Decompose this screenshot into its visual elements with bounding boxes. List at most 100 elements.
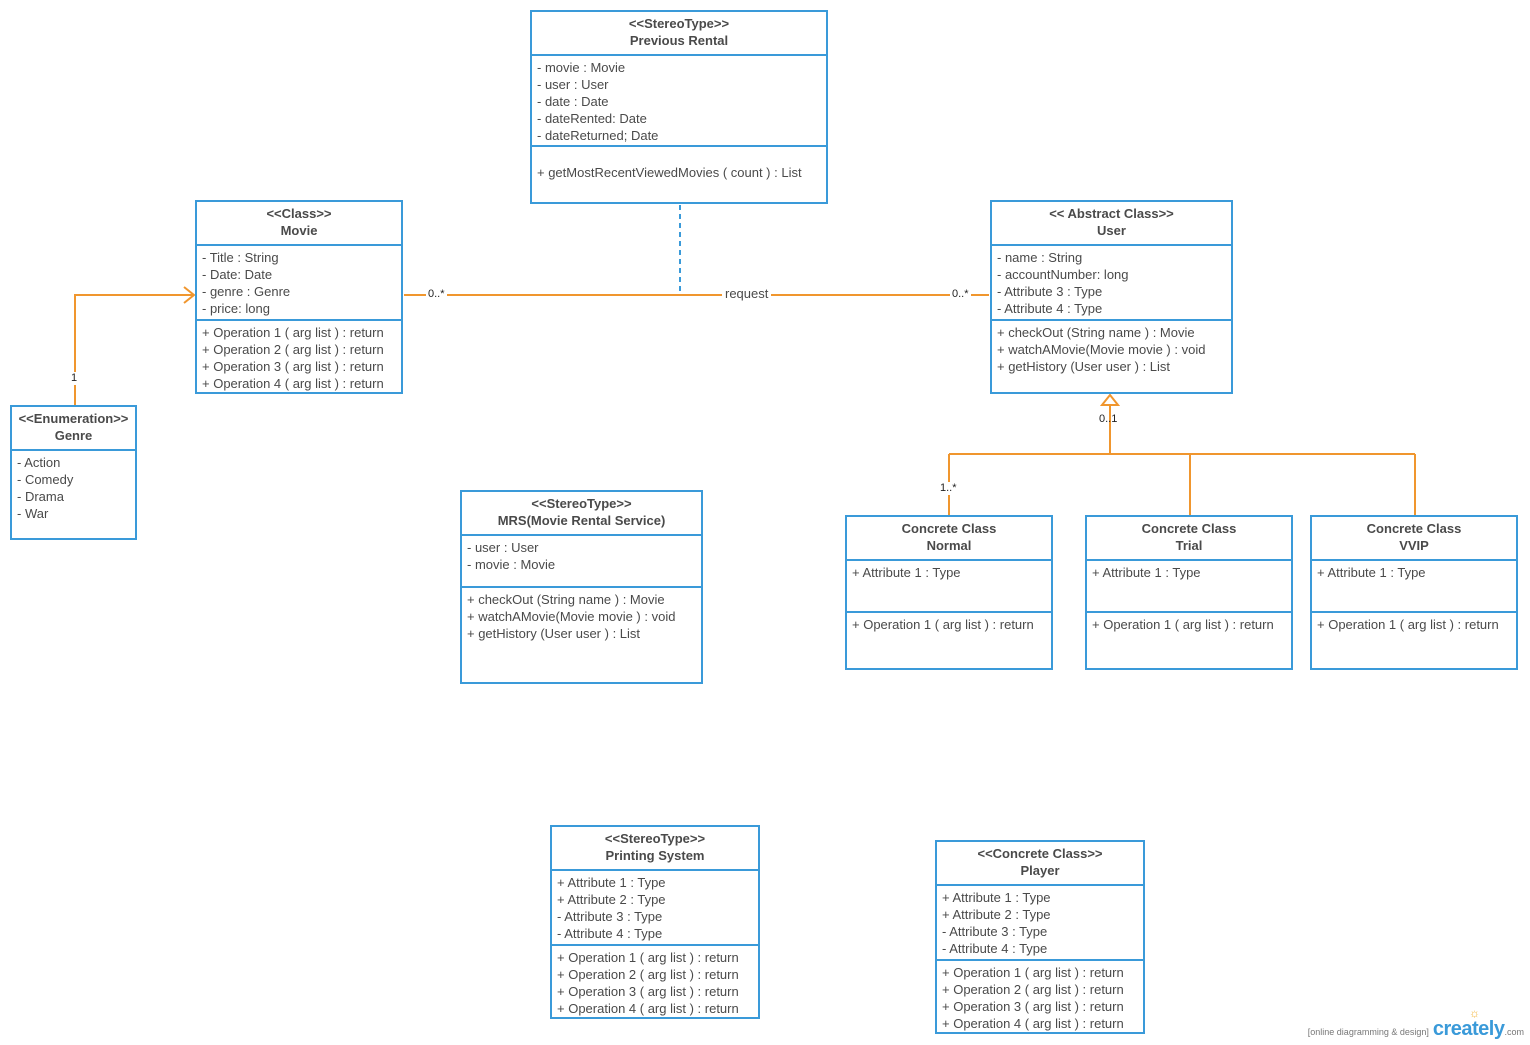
- movie-name: Movie: [280, 223, 318, 238]
- attribute: - Attribute 4 : Type: [557, 926, 663, 941]
- normal-operations: + Operation 1 ( arg list ) : return: [847, 613, 1051, 633]
- attribute: - movie : Movie: [467, 557, 556, 572]
- player-attributes: + Attribute 1 : Type + Attribute 2 : Typ…: [937, 886, 1143, 961]
- genre-movie-arrowhead: [183, 286, 196, 304]
- attribute: - date : Date: [537, 94, 609, 109]
- attribute: - Attribute 4 : Type: [942, 941, 1048, 956]
- player-operations: + Operation 1 ( arg list ) : return + Op…: [937, 961, 1143, 1032]
- inheritance-triangle: [1099, 393, 1121, 406]
- attribute: - user : User: [537, 77, 609, 92]
- player-name: Player: [1020, 863, 1060, 878]
- attribute: + Attribute 1 : Type: [1092, 565, 1201, 580]
- normal-header: Concrete Class Normal: [847, 517, 1051, 561]
- attribute: - Attribute 3 : Type: [942, 924, 1048, 939]
- vvip-name: VVIP: [1399, 538, 1429, 553]
- genre-multiplicity: 1: [71, 372, 78, 385]
- attribute: - Attribute 3 : Type: [997, 284, 1103, 299]
- printing-system-class[interactable]: <<StereoType>> Printing System + Attribu…: [550, 825, 760, 1019]
- attribute: - price: long: [202, 301, 270, 316]
- user-attributes: - name : String - accountNumber: long - …: [992, 246, 1231, 321]
- vvip-class[interactable]: Concrete Class VVIP + Attribute 1 : Type…: [1310, 515, 1518, 670]
- attribute: - Date: Date: [202, 267, 273, 282]
- genre-stereotype: <<Enumeration>>: [18, 411, 129, 426]
- player-class[interactable]: <<Concrete Class>> Player + Attribute 1 …: [935, 840, 1145, 1034]
- previous-rental-header: <<StereoType>> Previous Rental: [532, 12, 826, 56]
- previous-rental-operations: + getMostRecentViewedMovies ( count ) : …: [532, 147, 826, 181]
- attribute: - Attribute 4 : Type: [997, 301, 1103, 316]
- normal-class[interactable]: Concrete Class Normal + Attribute 1 : Ty…: [845, 515, 1053, 670]
- user-class[interactable]: << Abstract Class>> User - name : String…: [990, 200, 1233, 394]
- genre-movie-association: [74, 294, 194, 405]
- attribute: - accountNumber: long: [997, 267, 1129, 282]
- movie-multiplicity: 0..*: [426, 288, 447, 301]
- operation: + Operation 1 ( arg list ) : return: [557, 950, 739, 965]
- genre-enumeration[interactable]: <<Enumeration>> Genre - Action - Comedy …: [10, 405, 137, 540]
- trial-class[interactable]: Concrete Class Trial + Attribute 1 : Typ…: [1085, 515, 1293, 670]
- movie-operations: + Operation 1 ( arg list ) : return + Op…: [197, 321, 401, 392]
- attribute: - Attribute 3 : Type: [557, 909, 663, 924]
- mrs-header: <<StereoType>> MRS(Movie Rental Service): [462, 492, 701, 536]
- previous-rental-attributes: - movie : Movie - user : User - date : D…: [532, 56, 826, 147]
- trial-attributes: + Attribute 1 : Type: [1087, 561, 1291, 613]
- mrs-attributes: - user : User - movie : Movie: [462, 536, 701, 588]
- mrs-name: MRS(Movie Rental Service): [497, 513, 666, 528]
- previous-rental-class[interactable]: <<StereoType>> Previous Rental - movie :…: [530, 10, 828, 204]
- attribute: + Attribute 2 : Type: [942, 907, 1051, 922]
- creately-logo: creately: [1432, 1018, 1505, 1040]
- genre-name: Genre: [54, 428, 93, 443]
- movie-class[interactable]: <<Class>> Movie - Title : String - Date:…: [195, 200, 403, 394]
- enum-value: - Comedy: [17, 472, 74, 487]
- player-stereotype: <<Concrete Class>>: [977, 846, 1103, 861]
- printing-system-stereotype: <<StereoType>>: [604, 831, 706, 846]
- operation: + Operation 2 ( arg list ) : return: [557, 967, 739, 982]
- inheritance-normal-multiplicity: 1..*: [940, 482, 957, 495]
- operation: + getHistory (User user ) : List: [997, 359, 1171, 374]
- enum-value: - Drama: [17, 489, 64, 504]
- trial-stereotype: Concrete Class: [1141, 521, 1237, 536]
- attribute: + Attribute 1 : Type: [942, 890, 1051, 905]
- operation: + checkOut (String name ) : Movie: [997, 325, 1195, 340]
- vvip-stereotype: Concrete Class: [1366, 521, 1462, 536]
- attribute: + Attribute 1 : Type: [1317, 565, 1426, 580]
- printing-system-attributes: + Attribute 1 : Type + Attribute 2 : Typ…: [552, 871, 758, 946]
- operation: + Operation 1 ( arg list ) : return: [1092, 617, 1274, 632]
- genre-header: <<Enumeration>> Genre: [12, 407, 135, 451]
- normal-stereotype: Concrete Class: [901, 521, 997, 536]
- operation: + Operation 4 ( arg list ) : return: [557, 1001, 739, 1016]
- genre-values: - Action - Comedy - Drama - War: [12, 451, 135, 522]
- operation: + Operation 3 ( arg list ) : return: [557, 984, 739, 999]
- watermark-domain: .com: [1504, 1027, 1524, 1037]
- attribute: + Attribute 2 : Type: [557, 892, 666, 907]
- vvip-operations: + Operation 1 ( arg list ) : return: [1312, 613, 1516, 633]
- attribute: + Attribute 1 : Type: [852, 565, 961, 580]
- trial-operations: + Operation 1 ( arg list ) : return: [1087, 613, 1291, 633]
- movie-attributes: - Title : String - Date: Date - genre : …: [197, 246, 401, 321]
- attribute: - movie : Movie: [537, 60, 626, 75]
- operation: + watchAMovie(Movie movie ) : void: [467, 609, 676, 624]
- operation: + Operation 2 ( arg list ) : return: [202, 342, 384, 357]
- operation: + Operation 1 ( arg list ) : return: [942, 965, 1124, 980]
- trial-header: Concrete Class Trial: [1087, 517, 1291, 561]
- creately-watermark: [online diagramming & design] creately .…: [1307, 1006, 1524, 1041]
- mrs-class[interactable]: <<StereoType>> MRS(Movie Rental Service)…: [460, 490, 703, 684]
- attribute: - dateRented: Date: [537, 111, 647, 126]
- user-name: User: [1097, 223, 1126, 238]
- attribute: + Attribute 1 : Type: [557, 875, 666, 890]
- attribute: - dateReturned; Date: [537, 128, 659, 143]
- movie-stereotype: <<Class>>: [266, 206, 332, 221]
- attribute: - Title : String: [202, 250, 279, 265]
- enum-value: - War: [17, 506, 49, 521]
- operation: + Operation 3 ( arg list ) : return: [942, 999, 1124, 1014]
- operation: + Operation 4 ( arg list ) : return: [202, 376, 384, 391]
- inheritance-top-multiplicity: 0..1: [1099, 413, 1118, 425]
- watermark-tagline: [online diagramming & design]: [1307, 1027, 1429, 1037]
- vvip-header: Concrete Class VVIP: [1312, 517, 1516, 561]
- user-operations: + checkOut (String name ) : Movie + watc…: [992, 321, 1231, 375]
- operation: + getMostRecentViewedMovies ( count ) : …: [537, 165, 802, 180]
- operation: + Operation 1 ( arg list ) : return: [852, 617, 1034, 632]
- player-header: <<Concrete Class>> Player: [937, 842, 1143, 886]
- normal-name: Normal: [926, 538, 972, 553]
- operation: + Operation 3 ( arg list ) : return: [202, 359, 384, 374]
- request-label: request: [722, 287, 772, 300]
- printing-system-operations: + Operation 1 ( arg list ) : return + Op…: [552, 946, 758, 1017]
